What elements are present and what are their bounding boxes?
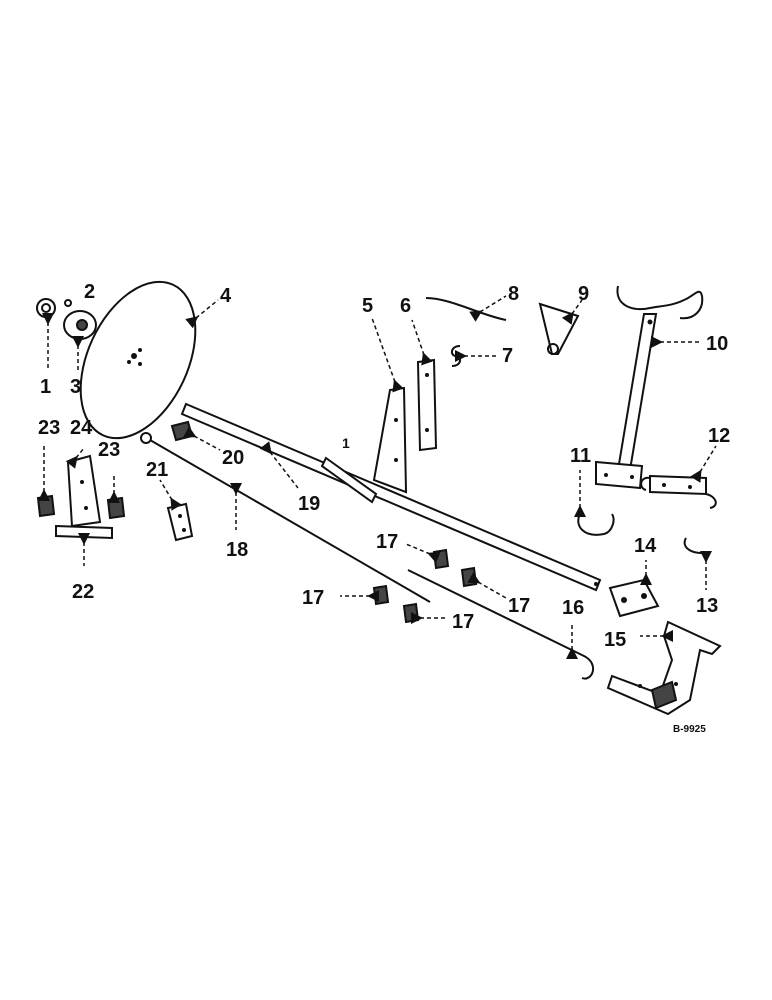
callout-19: 19 <box>298 493 320 515</box>
callout-23b: 23 <box>98 439 120 461</box>
part-19-tube <box>180 402 602 592</box>
leader-12 <box>690 445 717 483</box>
reference-code: B-9925 <box>673 724 706 735</box>
callout-9: 9 <box>578 283 589 305</box>
callout-2: 2 <box>84 281 95 303</box>
part-24-blade <box>66 454 102 528</box>
callout-11: 11 <box>570 445 591 467</box>
callout-6: 6 <box>400 295 411 317</box>
part-17-clamp-b <box>460 566 478 588</box>
part-1b-short-tube <box>320 456 378 504</box>
callout-4: 4 <box>220 285 232 307</box>
leader-8 <box>469 295 507 322</box>
part-4-disc <box>79 280 197 440</box>
leader-24 <box>65 447 85 469</box>
part-12-hook-bracket <box>640 474 717 509</box>
part-23-spring-clip-b <box>106 496 126 520</box>
part-17-clamp-a <box>432 548 450 570</box>
callout-1: 1 <box>40 376 51 398</box>
callout-16: 16 <box>562 597 584 619</box>
leader-17b <box>467 572 507 599</box>
part-23-spring-clip-a <box>36 494 56 518</box>
part-14-clevis <box>608 578 660 618</box>
leader-6 <box>411 319 433 366</box>
part-16-rod <box>407 569 595 680</box>
leader-19 <box>259 441 299 489</box>
leader-20 <box>183 426 221 451</box>
callout-17b: 17 <box>508 595 530 617</box>
part-22-flat-bar <box>55 524 113 540</box>
callout-14: 14 <box>634 535 657 557</box>
part-6-strap <box>416 358 438 452</box>
callout-20: 20 <box>222 447 244 469</box>
leader-17a <box>405 543 441 563</box>
part-15-hitch-frame <box>606 620 722 716</box>
part-7-s-hook <box>450 345 462 367</box>
part-21-clamp <box>166 502 194 542</box>
callout-1b: 1 <box>342 435 350 451</box>
callout-18: 18 <box>226 539 248 561</box>
part-18-long-rod <box>140 432 431 603</box>
part-17-clamp-d <box>402 602 420 624</box>
part-13-small-clamp <box>683 537 711 554</box>
callout-5: 5 <box>362 295 373 317</box>
callout-7: 7 <box>502 345 513 367</box>
callout-17d: 17 <box>452 611 474 633</box>
part-20-end-bracket <box>170 420 194 442</box>
callout-23a: 23 <box>38 417 60 439</box>
part-10-upright <box>595 285 704 490</box>
callout-17a: 17 <box>376 531 398 553</box>
part-9-wire-clip <box>538 302 580 355</box>
part-3-hub <box>63 310 97 340</box>
callout-22: 22 <box>72 581 94 603</box>
callout-15: 15 <box>604 629 626 651</box>
part-9-loop <box>547 343 559 355</box>
callout-8: 8 <box>508 283 519 305</box>
callout-21: 21 <box>146 459 168 481</box>
leader-9 <box>561 299 583 325</box>
leader-21 <box>159 479 182 511</box>
callout-13: 13 <box>696 595 718 617</box>
leader-4 <box>185 299 219 329</box>
callout-12: 12 <box>708 425 730 447</box>
part-1-cap <box>36 298 56 318</box>
callout-24: 24 <box>70 417 93 439</box>
callout-10: 10 <box>706 333 728 355</box>
callout-3: 3 <box>70 376 81 398</box>
part-8-spring-wire <box>425 297 507 321</box>
leader-5 <box>371 317 404 393</box>
part-17-clamp-c <box>372 584 390 606</box>
callout-17c: 17 <box>302 587 324 609</box>
part-11-u-clamp <box>577 513 615 536</box>
part-2-pin <box>64 299 72 307</box>
part-5-bracket <box>372 386 408 494</box>
